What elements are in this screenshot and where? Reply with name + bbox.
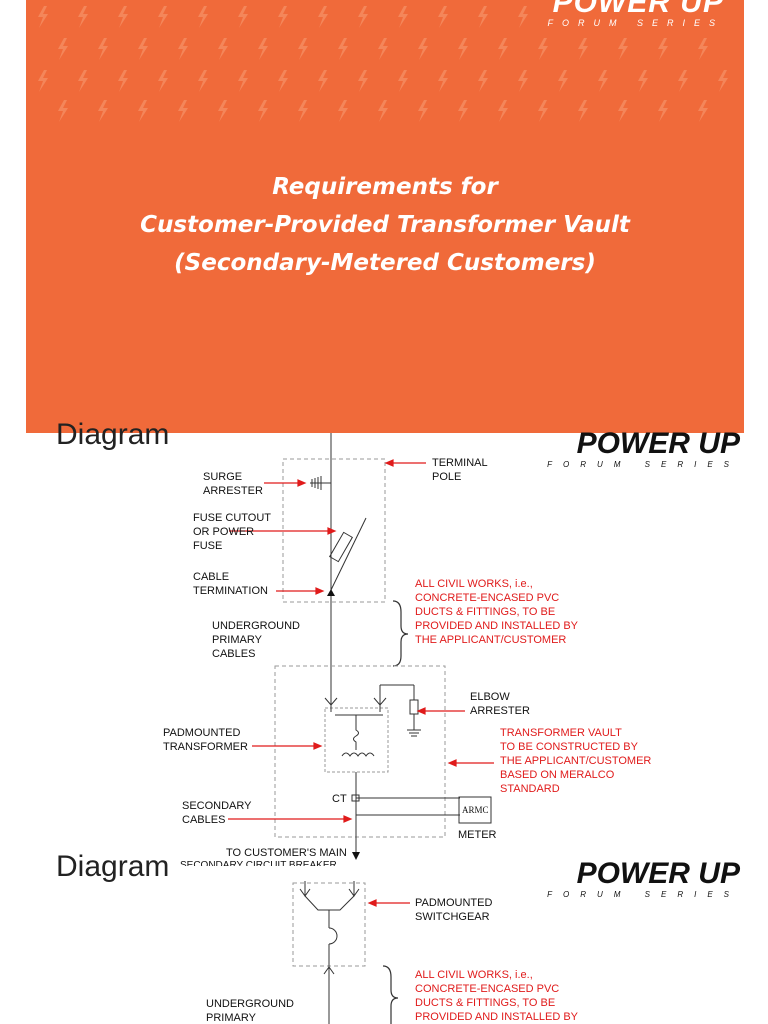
transformer-vault-box (274, 665, 446, 838)
brand-name: POWER UP (552, 0, 724, 19)
brand-subtitle: FORUM SERIES (547, 460, 740, 469)
brand-name: POWER UP (576, 857, 740, 890)
ct-symbol (351, 794, 360, 802)
label-underground-primary: UNDERGROUND PRIMARY CABLES (212, 620, 300, 660)
label-secondary-cables: SECONDARY CABLES (182, 800, 252, 826)
elbow-arrester-symbol (409, 699, 419, 715)
cable-termination-symbol (327, 589, 335, 596)
note-transformer-vault: TRANSFORMER VAULT TO BE CONSTRUCTED BY T… (500, 727, 652, 795)
slide1-brand-logo: POWER UP FORUM SERIES (547, 428, 740, 470)
label-armc: ARMC (462, 805, 489, 815)
slide1-title-fragment: Diagram (56, 418, 170, 451)
surge-arrester-symbol (310, 476, 331, 490)
label-cable-termination: CABLE TERMINATION (193, 571, 268, 597)
label-padmounted-switchgear: PADMOUNTED SWITCHGEAR (415, 897, 493, 923)
label-ct: CT (332, 793, 347, 805)
slide2-brand-logo: POWER UP FORUM SERIES (547, 858, 740, 900)
slide2-title-fragment: Diagram (56, 852, 170, 882)
label-underground-primary-2: UNDERGROUND PRIMARY (206, 998, 294, 1024)
label-elbow-arrester: ELBOW ARRESTER (470, 691, 530, 717)
title-line-2: Customer-Provided Transformer Vault (140, 212, 630, 238)
brand-name: POWER UP (576, 427, 740, 460)
label-surge-arrester: SURGE ARRESTER (203, 471, 263, 497)
title-line-1: Requirements for (272, 174, 498, 200)
brand-subtitle: FORUM SERIES (547, 890, 740, 899)
title-line-3: (Secondary-Metered Customers) (174, 250, 596, 276)
brand-subtitle: FORUM SERIES (547, 18, 724, 28)
title-banner: POWER UP FORUM SERIES Requirements for C… (26, 0, 744, 433)
label-customers-main-cut: SECONDARY CIRCUIT BREAKER (180, 860, 337, 866)
armc-meter-box (458, 796, 492, 824)
terminal-pole-box (282, 458, 386, 603)
padmounted-transformer-box (324, 707, 389, 773)
note-civil-works-2: ALL CIVIL WORKS, i.e., CONCRETE-ENCASED … (415, 969, 579, 1023)
brand-logo-top: POWER UP FORUM SERIES (547, 0, 724, 28)
label-terminal-pole: TERMINAL POLE (432, 457, 488, 483)
label-meter: METER (458, 829, 497, 841)
civil-works-brace (392, 600, 409, 667)
slide-title: Requirements for Customer-Provided Trans… (26, 168, 744, 282)
label-padmounted-transformer: PADMOUNTED TRANSFORMER (163, 727, 248, 753)
to-main-arrow (352, 852, 360, 860)
fuse-cutout-symbol (328, 517, 367, 591)
note-civil-works: ALL CIVIL WORKS, i.e., CONCRETE-ENCASED … (415, 578, 579, 646)
label-customers-main: TO CUSTOMER'S MAIN (226, 847, 347, 859)
label-fuse-cutout: FUSE CUTOUT OR POWER FUSE (193, 512, 272, 552)
